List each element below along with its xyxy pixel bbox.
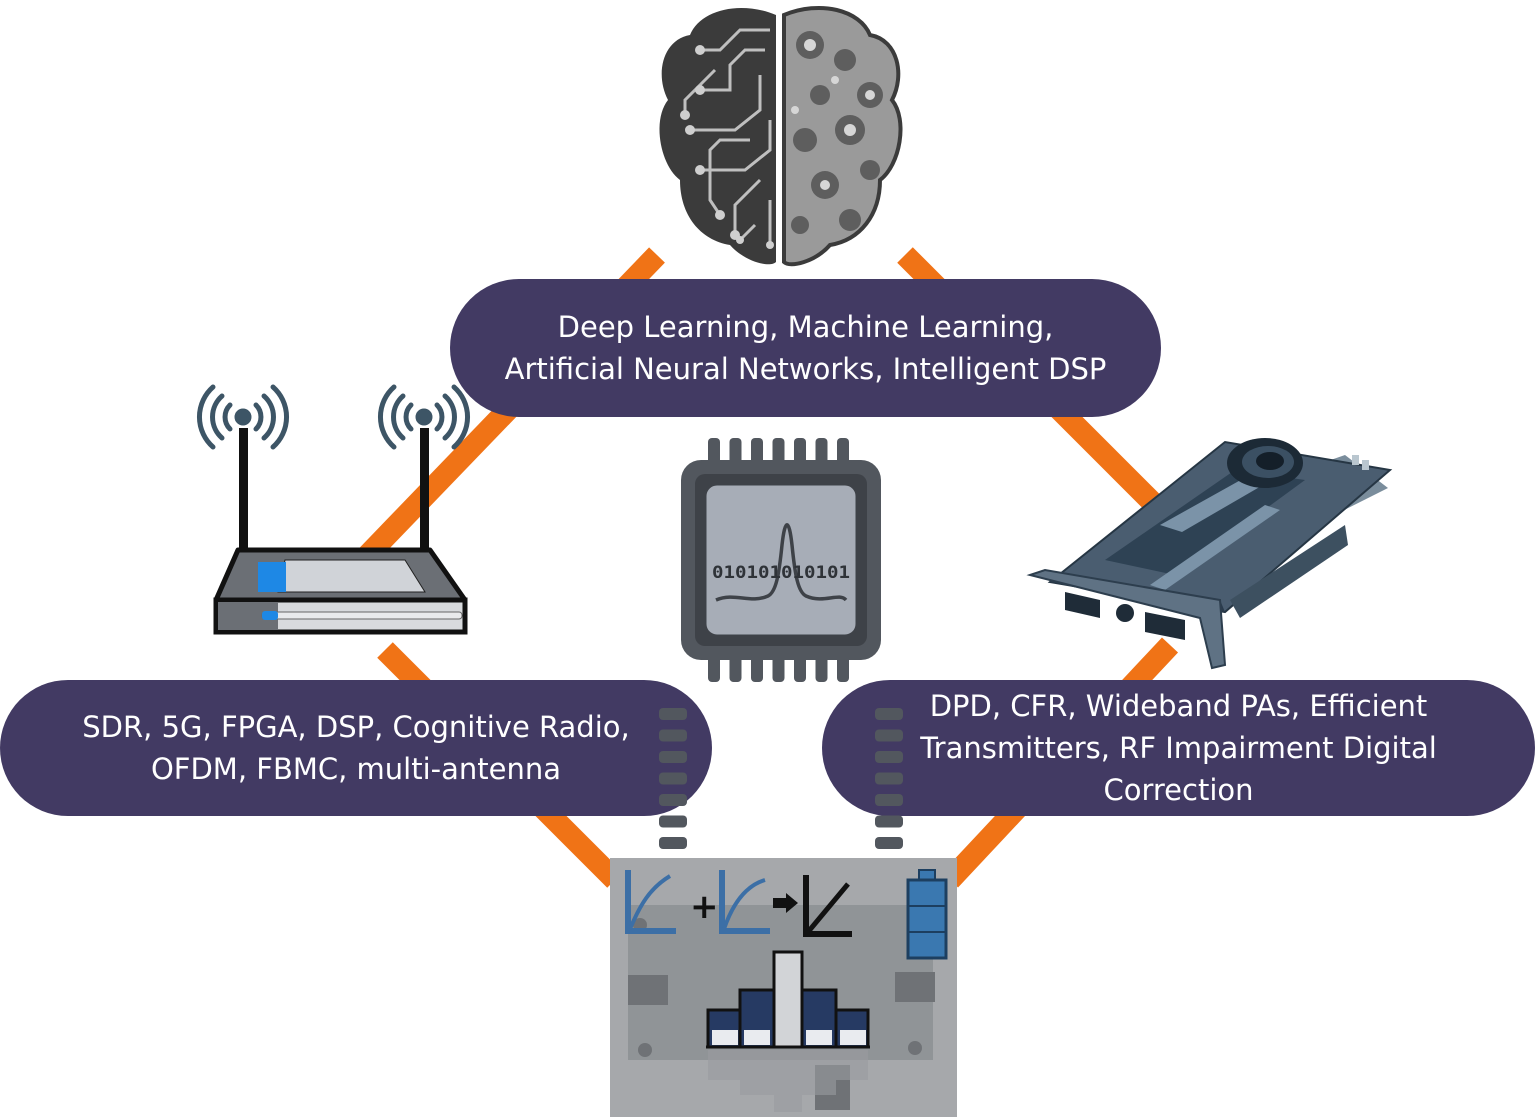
chip-pin — [708, 438, 720, 466]
chip-pin — [815, 438, 828, 466]
battery-icon — [906, 869, 948, 960]
chip-pin — [875, 729, 903, 742]
chip-pin — [794, 654, 806, 682]
chip-pin — [708, 654, 720, 682]
chip-pin — [659, 708, 687, 720]
plus-icon: + — [690, 887, 719, 927]
chip-binary-text: 010101010101 — [712, 563, 850, 583]
chip-pin — [729, 654, 742, 682]
chip-pin — [659, 815, 687, 828]
pill-right-line-2: Transmitters, RF Impairment Digital — [920, 731, 1437, 765]
chip-pin — [659, 729, 687, 742]
chip-pin — [875, 837, 903, 849]
pill-right-line-3: Correction — [1103, 773, 1254, 807]
chip-pin — [875, 794, 903, 806]
chip-pin — [875, 815, 903, 828]
pill-left-line-2: OFDM, FBMC, multi-antenna — [150, 752, 562, 786]
chip-pin — [751, 654, 763, 682]
pill-right-line-1: DPD, CFR, Wideband PAs, Efficient — [929, 689, 1428, 723]
signal-waves-right-icon — [378, 384, 470, 450]
pill-top-line-2: Artificial Neural Networks, Intelligent … — [504, 352, 1107, 386]
chip-pin — [875, 772, 903, 785]
chip-pin — [772, 654, 785, 682]
chip-pin — [659, 751, 687, 763]
pill-radio-topics: SDR, 5G, FPGA, DSP, Cognitive Radio, OFD… — [0, 680, 712, 816]
chip-pin — [659, 794, 687, 806]
pill-transmitter-topics: DPD, CFR, Wideband PAs, Efficient Transm… — [822, 680, 1535, 816]
chip-pin — [772, 438, 785, 466]
chip-pin — [837, 438, 849, 466]
chip-pin — [875, 708, 903, 720]
chip-pin — [794, 438, 806, 466]
chip-pin — [875, 751, 903, 763]
linearization-curves-icon — [625, 870, 852, 937]
chip-pin — [751, 438, 763, 466]
signal-waves-left-icon — [197, 384, 289, 450]
chip-pin — [659, 837, 687, 849]
chip-pin — [837, 654, 849, 682]
pill-left-line-1: SDR, 5G, FPGA, DSP, Cognitive Radio, — [82, 710, 630, 744]
arrow-right-icon — [773, 893, 798, 913]
pill-top-line-1: Deep Learning, Machine Learning, — [557, 310, 1054, 344]
chip-pin — [729, 438, 742, 466]
pill-ai-topics: Deep Learning, Machine Learning, Artific… — [450, 279, 1161, 417]
chip-pin — [815, 654, 828, 682]
chip-pin — [659, 772, 687, 785]
